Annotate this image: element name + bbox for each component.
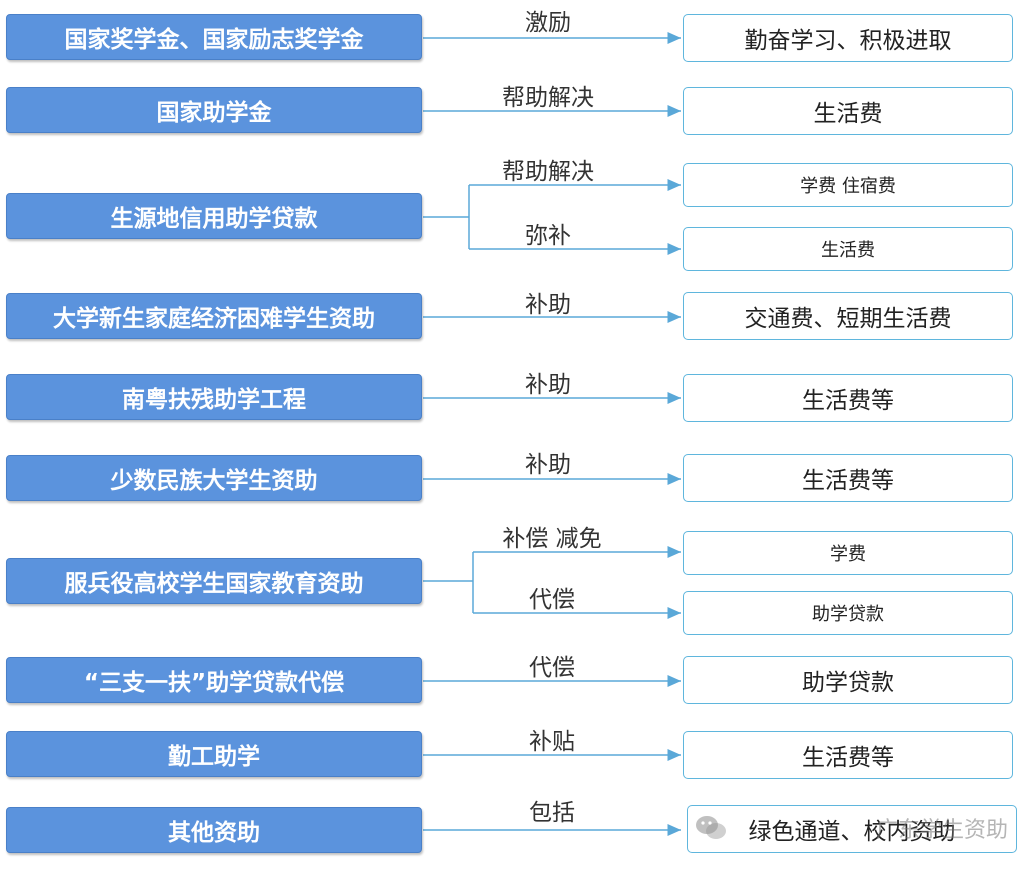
source-box-three-supports: “三支一扶”助学贷款代偿 — [6, 657, 422, 703]
edge-label: 补助 — [525, 452, 571, 478]
target-box: 助学贷款 — [683, 591, 1013, 635]
source-box-student-loan: 生源地信用助学贷款 — [6, 193, 422, 239]
target-box: 生活费等 — [683, 731, 1013, 779]
source-box-other-aid: 其他资助 — [6, 807, 422, 853]
target-box: 勤奋学习、积极进取 — [683, 14, 1013, 62]
edge-label: 帮助解决 — [502, 159, 594, 185]
edge-label: 补贴 — [529, 729, 575, 755]
source-box-national-grant: 国家助学金 — [6, 87, 422, 133]
target-box: 绿色通道、校内资助 — [687, 805, 1017, 853]
edge-label: 补助 — [525, 292, 571, 318]
edge-label: 补助 — [525, 372, 571, 398]
target-box: 生活费等 — [683, 454, 1013, 502]
edge-label: 帮助解决 — [502, 85, 594, 111]
target-box: 学费 住宿费 — [683, 163, 1013, 207]
source-box-freshman-aid: 大学新生家庭经济困难学生资助 — [6, 293, 422, 339]
source-box-military-service-aid: 服兵役高校学生国家教育资助 — [6, 558, 422, 604]
edge-label: 补偿 减免 — [502, 526, 602, 552]
target-box: 生活费 — [683, 87, 1013, 135]
target-box: 学费 — [683, 531, 1013, 575]
edge-label: 代偿 — [529, 655, 575, 681]
source-box-minority-aid: 少数民族大学生资助 — [6, 455, 422, 501]
edge-label: 激励 — [525, 10, 571, 36]
edge-label: 包括 — [529, 800, 575, 826]
wechat-icon — [696, 816, 726, 839]
edge-label: 代偿 — [529, 587, 575, 613]
watermark-text: 广东学生资助 — [876, 818, 1009, 843]
source-box-national-scholarship: 国家奖学金、国家励志奖学金 — [6, 14, 422, 60]
target-box: 助学贷款 — [683, 656, 1013, 704]
source-box-work-study: 勤工助学 — [6, 731, 422, 777]
source-box-disability-aid: 南粤扶残助学工程 — [6, 374, 422, 420]
target-box: 交通费、短期生活费 — [683, 292, 1013, 340]
watermark: 广东学生资助 — [694, 812, 1008, 844]
edge-label: 弥补 — [525, 223, 571, 249]
target-box: 生活费 — [683, 227, 1013, 271]
target-box: 生活费等 — [683, 374, 1013, 422]
